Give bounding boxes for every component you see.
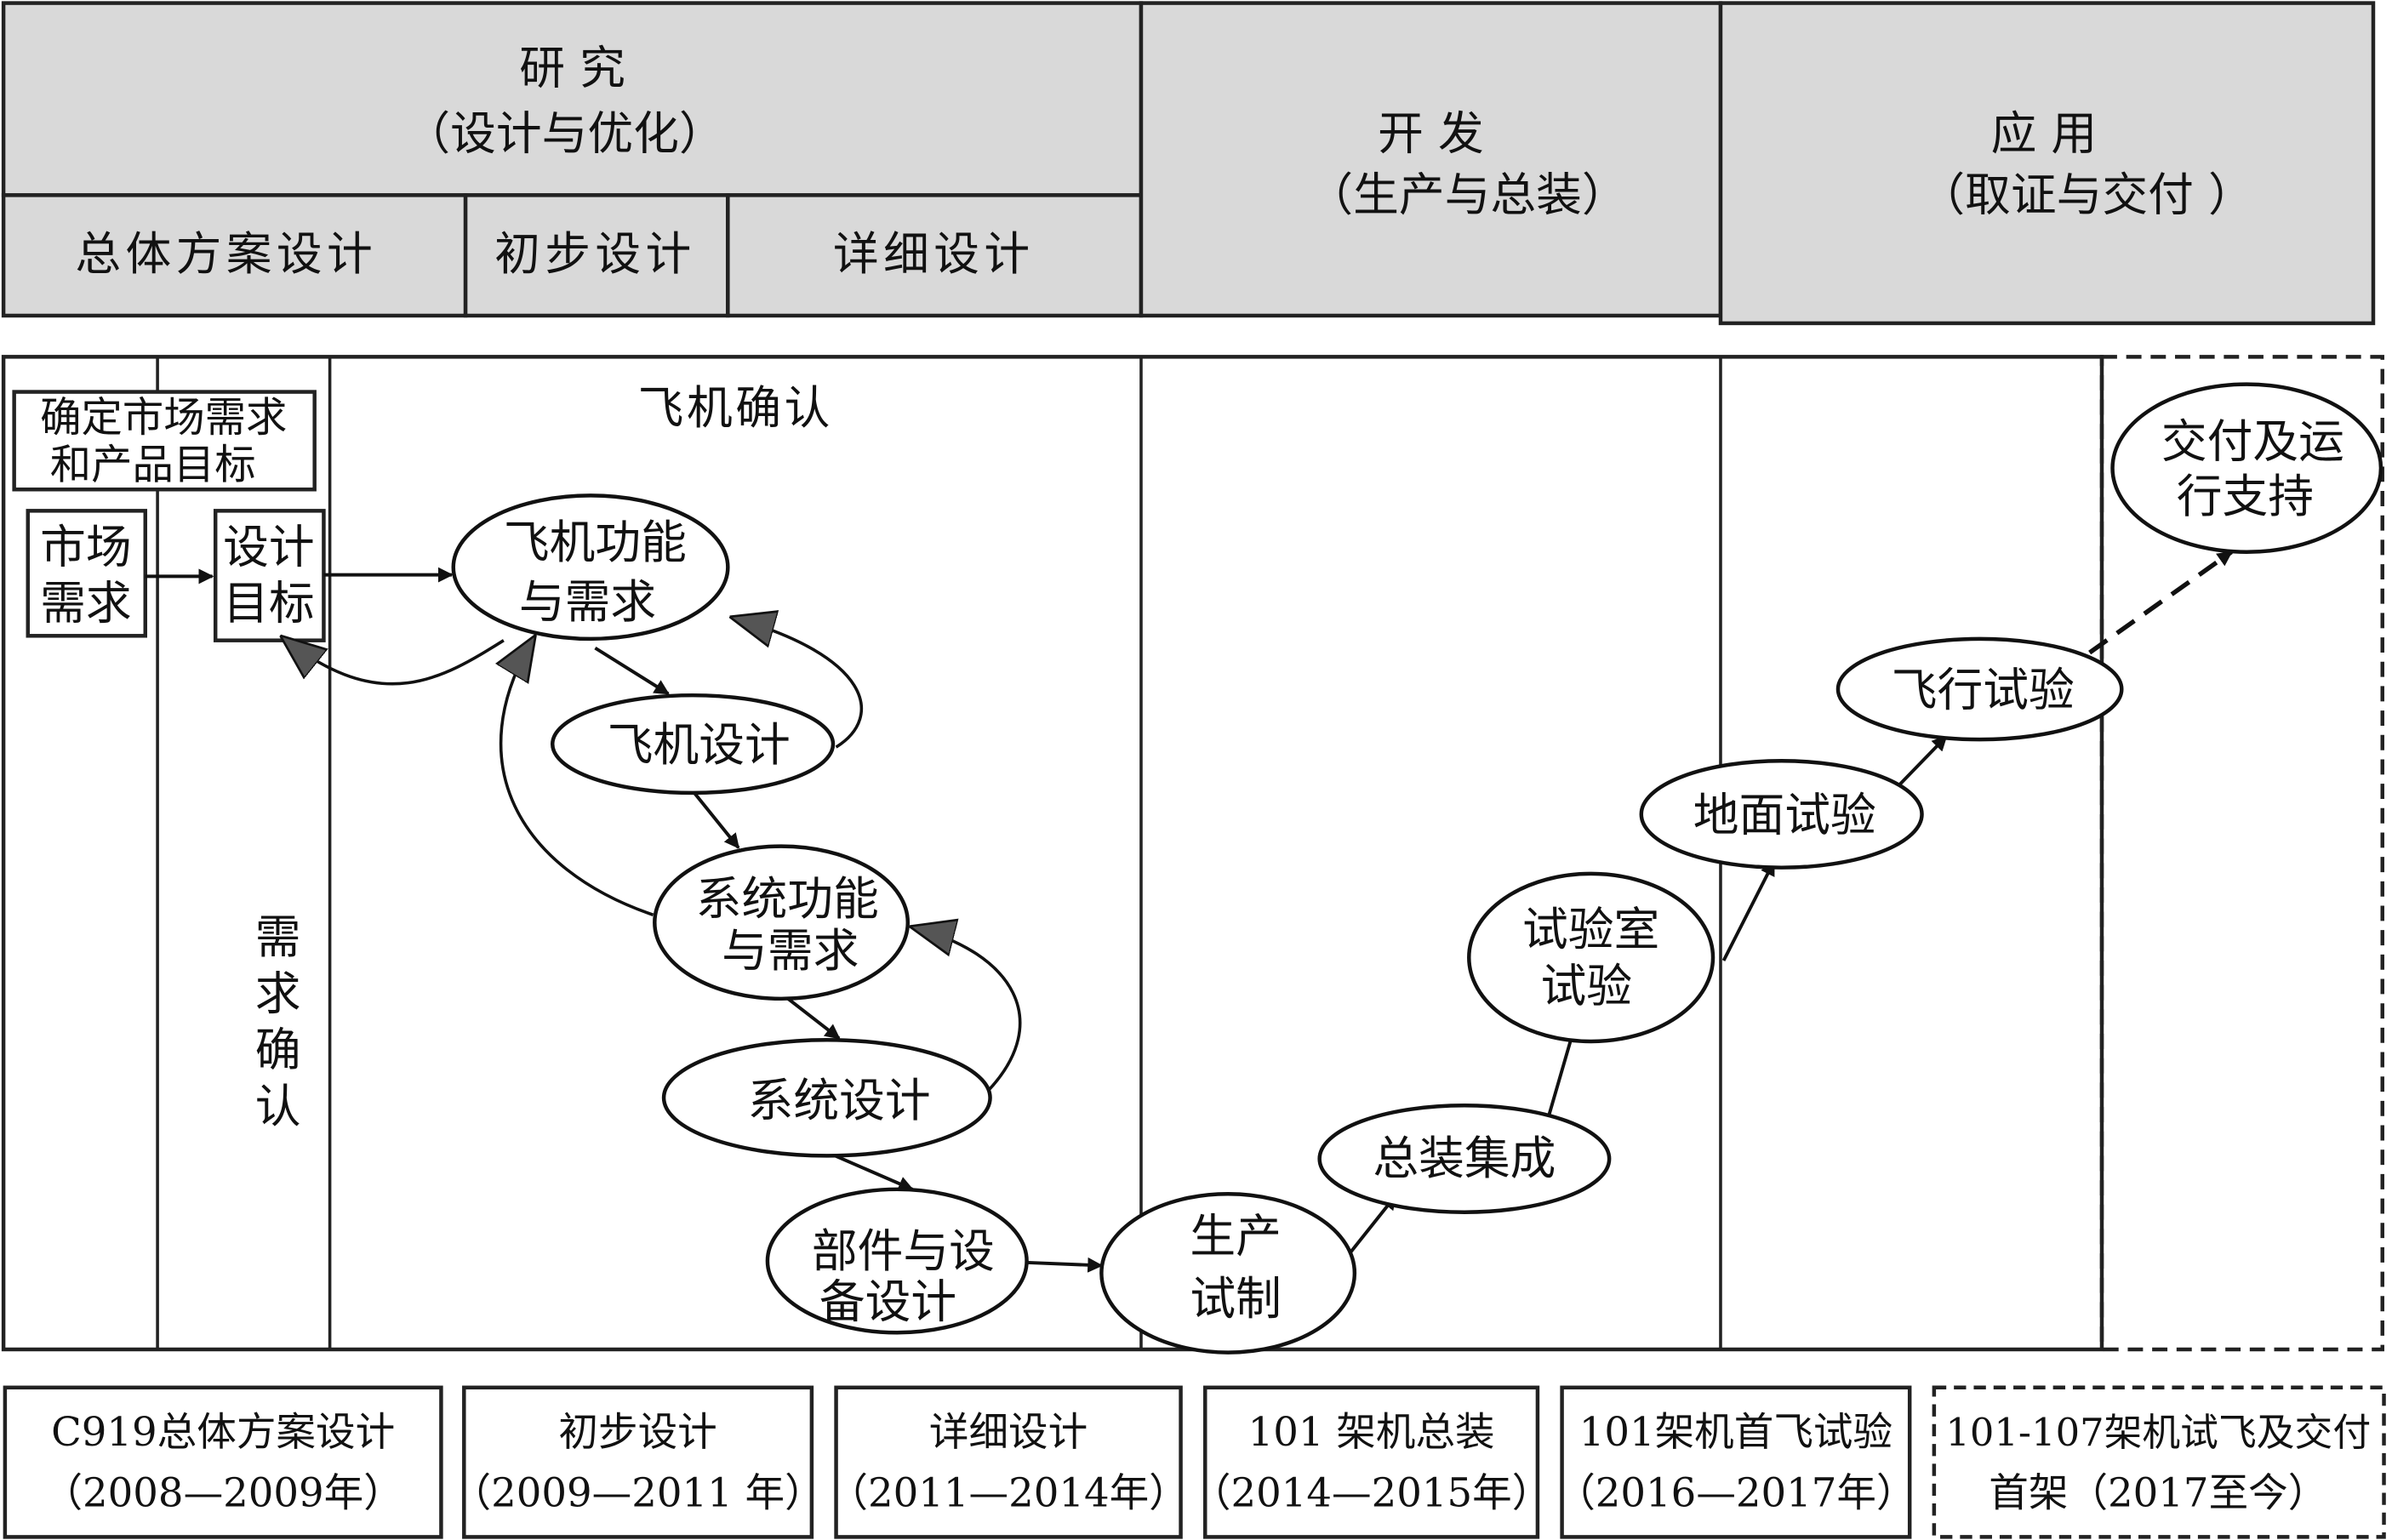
node-label: 交付及运 — [2161, 415, 2344, 469]
timeline: C919总体方案设计 （2008—2009年） 初步设计 （2009—2011 … — [3, 1385, 2386, 1539]
phase-label: 初步设计 — [494, 227, 696, 281]
phase-overall-design — [1, 193, 468, 318]
node-component-design: 部件与设 备设计 — [765, 1187, 1029, 1335]
timeline-years: 首架（2017至今） — [1989, 1470, 2327, 1516]
market-demand-line: 市场 — [40, 520, 132, 573]
node-label: 系统功能 — [696, 872, 879, 926]
node-label: 试验室 — [1522, 903, 1659, 956]
phase-label: 总体方案设计 — [75, 227, 377, 281]
application-header — [1718, 1, 2376, 326]
node-label: 备设计 — [819, 1275, 956, 1328]
development-title: 开 发 — [1378, 107, 1484, 161]
node-ground-test: 地面试验 — [1639, 759, 1924, 870]
application-title: 应 用 — [1991, 107, 2098, 161]
research-title: 研 究 — [519, 42, 625, 95]
timeline-years: （2011—2014年） — [828, 1470, 1188, 1516]
vertical-char: 求 — [255, 967, 301, 1020]
header: 研 究 （设计与优化） 总体方案设计 初步设计 详细设计 开 发 （生产与总装）… — [1, 1, 2376, 326]
timeline-years: （2016—2017年） — [1556, 1470, 1915, 1516]
design-target-box — [213, 509, 326, 642]
aircraft-confirm-label: 飞机确认 — [638, 381, 833, 435]
node-aircraft-function: 飞机功能 与需求 — [451, 493, 730, 642]
research-header — [1, 1, 1144, 197]
application-subtitle: （取证与交付 ） — [1919, 168, 2253, 221]
market-box — [12, 390, 317, 492]
node-label: 飞行试验 — [1892, 664, 2075, 717]
node-label: 与需求 — [519, 575, 656, 629]
market-demand-box — [26, 509, 147, 638]
timeline-title: 101架机首飞试验 — [1579, 1409, 1892, 1455]
timeline-years: （2014—2015年） — [1191, 1470, 1551, 1516]
design-target-line: 设计 — [223, 520, 315, 573]
phase-detailed-design — [726, 193, 1144, 318]
market-box-line: 和产品目标 — [50, 442, 256, 489]
timeline-title: 101 架机总装 — [1248, 1409, 1495, 1455]
node-label: 系统设计 — [748, 1074, 931, 1127]
design-target-line: 目标 — [223, 577, 315, 630]
timeline-years: （2008—2009年） — [43, 1470, 402, 1516]
timeline-years: （2009—2011 年） — [451, 1470, 824, 1516]
node-aircraft-design: 飞机设计 — [551, 693, 836, 796]
vertical-char: 确 — [255, 1024, 301, 1077]
market-box-line: 确定市场需求 — [40, 394, 287, 442]
node-label: 飞机设计 — [608, 718, 791, 772]
development-header — [1139, 1, 1723, 318]
node-flight-test: 飞行试验 — [1835, 636, 2124, 742]
node-label: 总装集成 — [1373, 1132, 1556, 1185]
node-label: 行支持 — [2177, 470, 2314, 523]
vertical-char: 需 — [255, 910, 301, 964]
node-production: 生产 试制 — [1099, 1191, 1357, 1355]
node-system-design: 系统设计 — [661, 1037, 992, 1158]
development-subtitle: （生产与总装） — [1307, 168, 1627, 221]
node-lab-test: 试验室 试验 — [1467, 871, 1716, 1044]
node-label: 部件与设 — [812, 1224, 995, 1278]
research-subtitle: （设计与优化） — [404, 107, 724, 161]
node-delivery: 交付及运 行支持 — [2110, 382, 2383, 554]
market-demand-line: 需求 — [40, 577, 132, 630]
node-label: 试验 — [1541, 959, 1633, 1012]
phase-label: 详细设计 — [833, 227, 1035, 281]
arrows — [145, 550, 2233, 1273]
timeline-title: 101-107架机试飞及交付 — [1945, 1410, 2371, 1455]
timeline-title: 详细设计 — [929, 1409, 1088, 1455]
vertical-char: 认 — [255, 1080, 301, 1133]
timeline-title: C919总体方案设计 — [51, 1409, 395, 1455]
node-label: 与需求 — [722, 924, 859, 978]
timeline-title: 初步设计 — [558, 1409, 716, 1455]
node-label: 生产 — [1190, 1209, 1282, 1263]
phase-preliminary-design — [463, 193, 730, 318]
node-assembly: 总装集成 — [1317, 1104, 1612, 1214]
node-label: 地面试验 — [1693, 789, 1876, 842]
requirement-confirm-label: 需 求 确 认 — [255, 910, 301, 1133]
node-label: 飞机功能 — [504, 516, 687, 569]
node-label: 试制 — [1190, 1272, 1282, 1326]
delivery-frame — [2099, 355, 2384, 1352]
node-system-function: 系统功能 与需求 — [653, 844, 911, 1001]
